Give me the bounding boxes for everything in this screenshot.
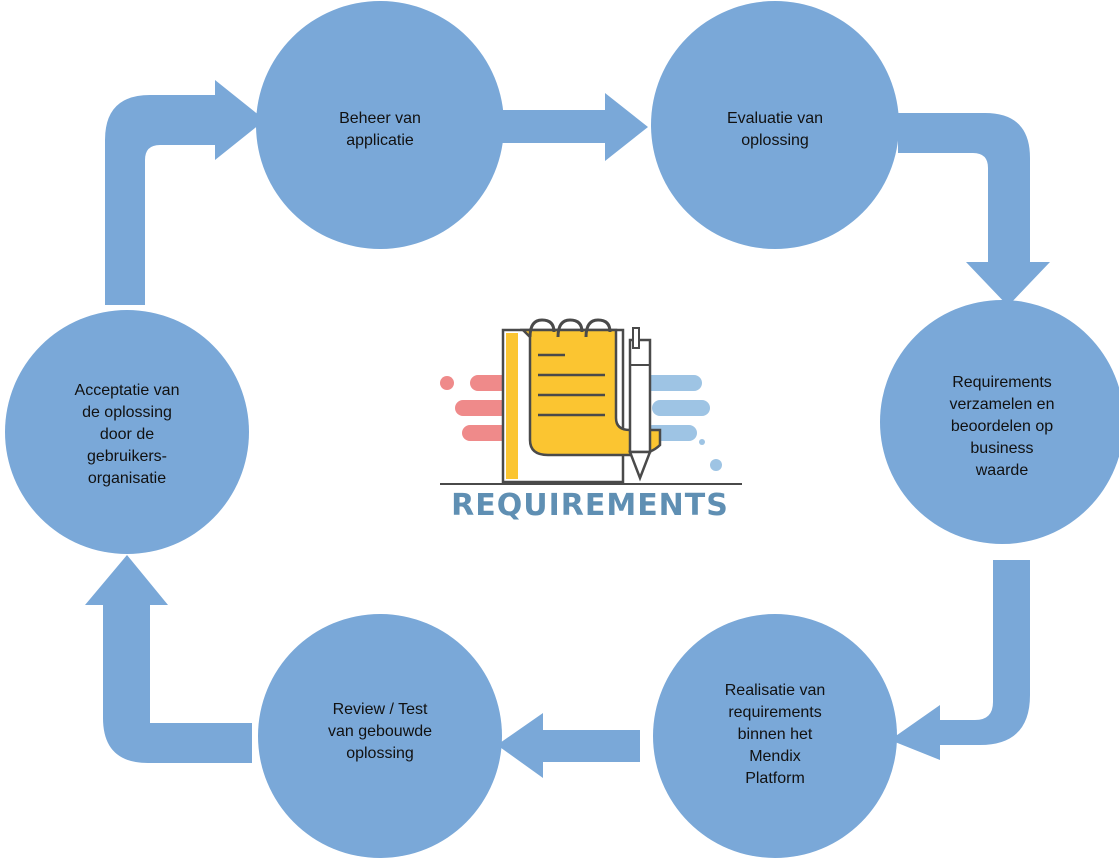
flow-arrows — [85, 80, 1050, 778]
spiral-ring-1 — [528, 318, 556, 338]
pen-body — [628, 338, 652, 454]
spiral-ring-2 — [556, 318, 584, 338]
blue-dot — [710, 459, 722, 471]
blue-dot-small — [699, 439, 705, 445]
arrow-acceptatie-to-beheer — [105, 80, 265, 305]
blue-swoosh-1 — [640, 375, 702, 391]
node-circles — [5, 1, 1119, 858]
spiral-ring-3 — [584, 318, 612, 338]
red-swoosh-2 — [455, 400, 515, 416]
red-swoosh-3 — [462, 425, 512, 441]
arrow-review-to-acceptatie — [85, 555, 252, 763]
arrow-beheer-to-evaluatie — [502, 93, 648, 161]
node-review-circle — [258, 614, 502, 858]
node-acceptatie-circle — [5, 310, 249, 554]
arrow-realisatie-to-review — [497, 713, 640, 778]
node-beheer-circle — [256, 1, 504, 249]
node-evaluatie-circle — [651, 1, 899, 249]
blue-swoosh-2 — [652, 400, 710, 416]
node-requirements-circle — [880, 300, 1119, 544]
pen-clip — [632, 327, 640, 349]
arrow-evaluatie-to-requirements — [898, 113, 1050, 306]
red-dot — [440, 376, 454, 390]
node-realisatie-circle — [653, 614, 897, 858]
notepad-spine — [506, 333, 518, 479]
pen-tip — [628, 450, 652, 482]
arrow-requirements-to-realisatie — [890, 560, 1030, 760]
center-title: REQUIREMENTS — [451, 488, 729, 523]
notepad-pen-icon — [440, 318, 742, 485]
